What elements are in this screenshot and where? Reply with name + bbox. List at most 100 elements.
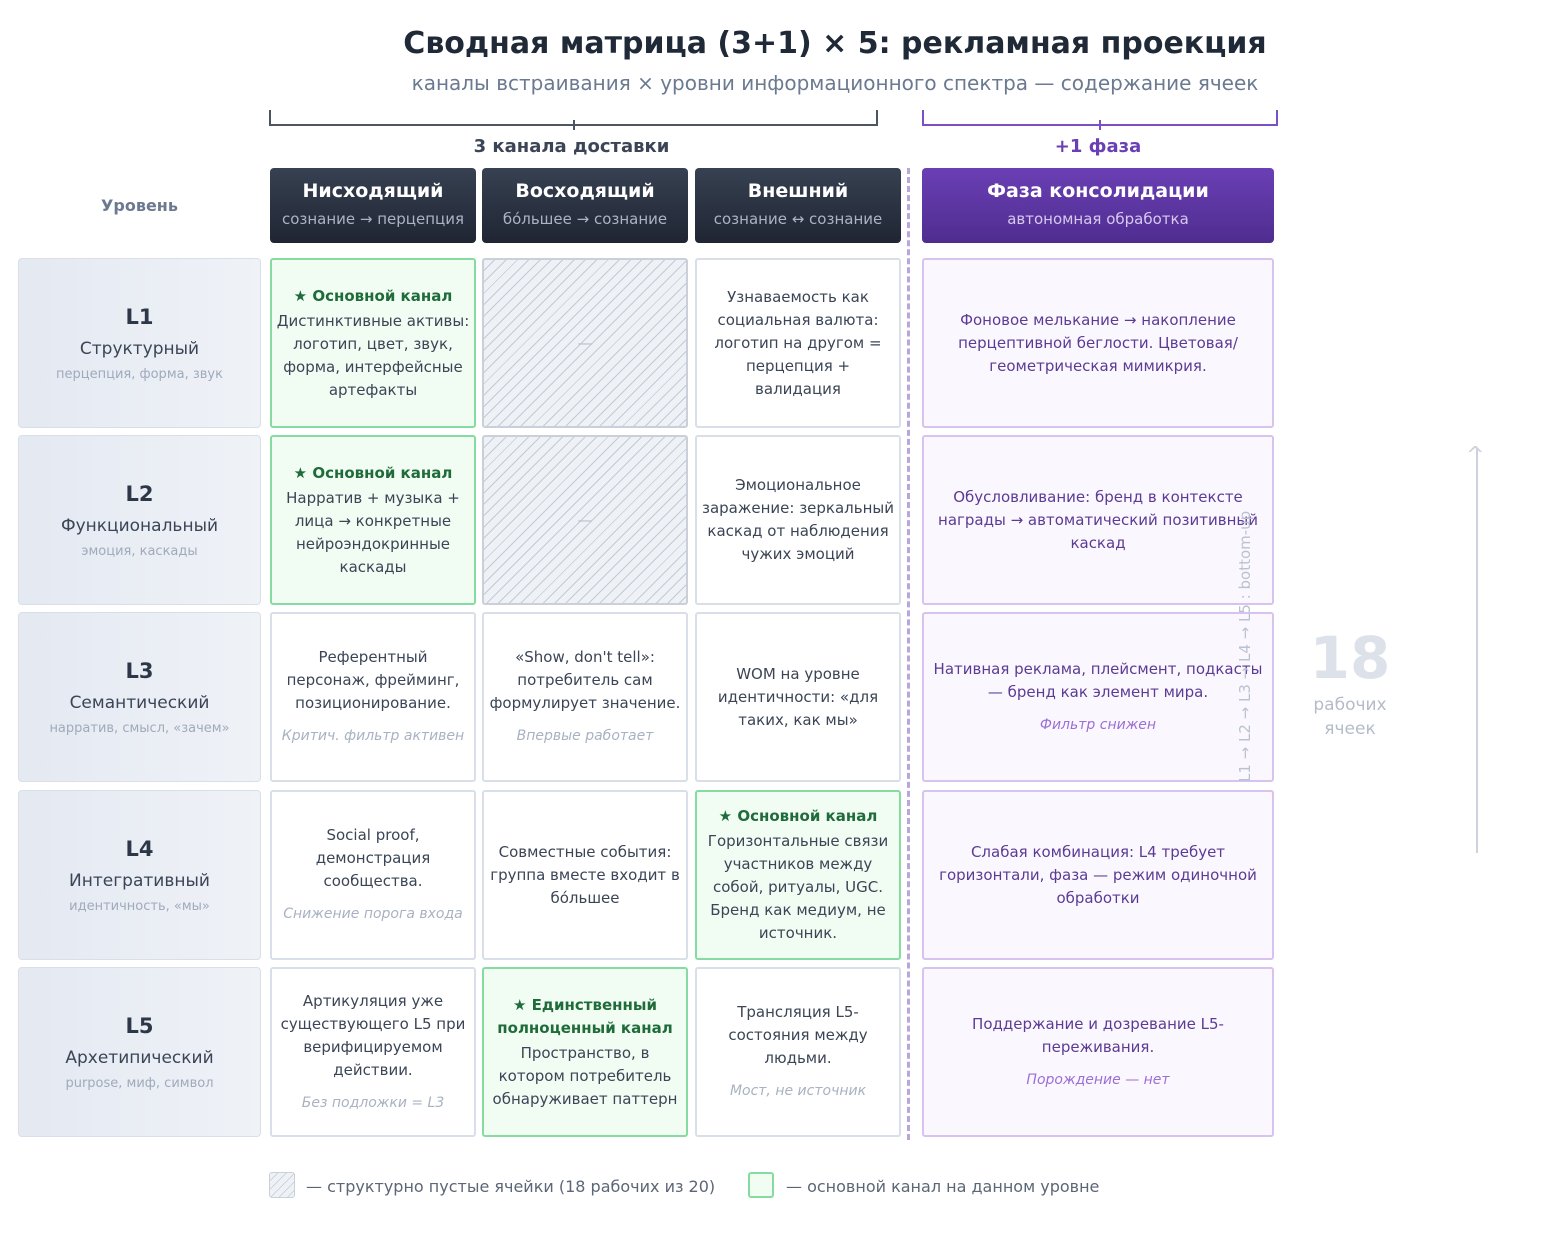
cell-note: Фильтр снижен (1039, 716, 1157, 733)
cell-text: Эмоциональное заражение: зеркальный каск… (701, 476, 895, 563)
level-description: идентичность, «мы» (69, 898, 210, 914)
legend-main-swatch (748, 1172, 774, 1198)
cell-text: Горизонтальные связи участников между со… (707, 832, 889, 942)
level-name: Архетипический (65, 1047, 214, 1068)
matrix-cell-l1-col3: Узнаваемость как социальная валюта: лого… (695, 258, 901, 428)
cell-text: Обусловливание: бренд в контексте наград… (938, 487, 1258, 552)
column-header-external: Внешний сознание ↔ сознание (695, 168, 901, 243)
level-name: Структурный (79, 338, 200, 359)
direction-label: L1 → L2 → L3 → L4 → L5 : bottom-up (1236, 510, 1254, 782)
delivery-bracket (269, 110, 878, 130)
page-title: Сводная матрица (3+1) × 5: рекламная про… (403, 26, 1267, 61)
matrix-cell-l5-col1: Артикуляция уже существующего L5 при вер… (270, 967, 476, 1137)
cell-text: Дистинктивные активы: логотип, цвет, зву… (276, 311, 470, 399)
level-column-header: Уровень (101, 196, 178, 215)
arrow-up-icon: ^ (1466, 443, 1485, 468)
cell-text: Пространство, в котором потребитель обна… (492, 1043, 678, 1108)
level-code: L1 (125, 304, 154, 329)
matrix-cell-l3-col4: Нативная реклама, плейсмент, подкасты — … (922, 612, 1274, 782)
level-name: Интегративный (69, 870, 210, 891)
matrix-cell-l4-col4: Слабая комбинация: L4 требует горизонтал… (922, 790, 1274, 960)
column-title: Нисходящий (302, 180, 444, 202)
level-description: перцепция, форма, звук (56, 366, 223, 382)
main-channel-badge: ★ Основной канал (293, 463, 453, 482)
matrix-cell-l5-col3: Трансляция L5-состояния между людьми. Мос… (695, 967, 901, 1137)
cell-note: Снижение порога входа (283, 906, 463, 922)
cell-text: — (577, 510, 593, 529)
work-count-value: 18 (1309, 624, 1391, 692)
bottom-up-arrow-line (1476, 448, 1478, 853)
level-code: L2 (125, 481, 154, 506)
column-title: Восходящий (515, 180, 655, 202)
delivery-group-label: 3 канала доставки (473, 136, 670, 157)
level-code: L3 (125, 658, 154, 683)
legend-empty-swatch (269, 1172, 295, 1198)
level-description: нарратив, смысл, «зачем» (49, 720, 230, 736)
level-code: L5 (125, 1013, 154, 1038)
main-channel-badge: ★ Основной канал (718, 807, 878, 825)
cell-note: Критич. фильтр активен (281, 728, 465, 744)
cell-text: Нарратив + музыка + лица → конкретные не… (286, 488, 460, 576)
level-description: эмоция, каскады (81, 543, 198, 559)
column-subtitle: бо́льшее → сознание (502, 210, 668, 228)
phase-bracket (922, 110, 1278, 130)
level-code: L4 (125, 836, 154, 861)
column-subtitle: сознание ↔ сознание (713, 210, 883, 228)
matrix-cell-l1-col4: Фоновое мелькание → накопление перцептив… (922, 258, 1274, 428)
phase-group-label: +1 фаза (1054, 136, 1142, 157)
matrix-cell-l3-col2: «Show, don't tell»: потребитель сам форм… (482, 612, 688, 782)
cell-text: «Show, don't tell»: потребитель сам форм… (489, 648, 681, 712)
cell-text: WOM на уровне идентичности: «для таких, … (717, 664, 879, 729)
cell-text: Артикуляция уже существующего L5 при вер… (280, 991, 466, 1079)
phase-divider (907, 168, 910, 1140)
cell-text: — (577, 333, 593, 352)
main-channel-badge: ★ Единственный полноценный канал (497, 995, 673, 1037)
matrix-cell-l1-col2: — (482, 258, 688, 428)
cell-note: Без подложки = L3 (301, 1094, 445, 1111)
column-subtitle: сознание → перцепция (281, 210, 465, 228)
level-name: Семантический (69, 692, 210, 713)
matrix-cell-l4-col1: Social proof, демонстрация сообщества. Сн… (270, 790, 476, 960)
matrix-cell-l2-col3: Эмоциональное заражение: зеркальный каск… (695, 435, 901, 605)
cell-text: Нативная реклама, плейсмент, подкасты — … (933, 659, 1263, 701)
matrix-cell-l2-col4: Обусловливание: бренд в контексте наград… (922, 435, 1274, 605)
matrix-cell-l3-col3: WOM на уровне идентичности: «для таких, … (695, 612, 901, 782)
cell-text: Референтный персонаж, фрейминг, позицион… (286, 648, 460, 712)
cell-text: Совместные события: группа вместе входит… (490, 842, 680, 907)
cell-note: Впервые работает (516, 728, 654, 744)
column-title: Внешний (747, 180, 849, 202)
page-subtitle: каналы встраивания × уровни информационн… (411, 71, 1259, 95)
column-header-consolidation: Фаза консолидации автономная обработка (922, 168, 1274, 243)
matrix-cell-l5-col4: Поддержание и дозревание L5-переживания.… (922, 967, 1274, 1137)
cell-text: Фоновое мелькание → накопление перцептив… (958, 310, 1238, 375)
column-header-ascending: Восходящий бо́льшее → сознание (482, 168, 688, 243)
cell-note: Мост, не источник (729, 1083, 867, 1099)
cell-text: Узнаваемость как социальная валюта: лого… (714, 287, 882, 398)
column-title: Фаза консолидации (987, 180, 1209, 202)
matrix-cell-l3-col1: Референтный персонаж, фрейминг, позицион… (270, 612, 476, 782)
matrix-cell-l4-col2: Совместные события: группа вместе входит… (482, 790, 688, 960)
column-subtitle: автономная обработка (1007, 210, 1189, 228)
matrix-cell-l2-col2: — (482, 435, 688, 605)
main-channel-badge: ★ Основной канал (293, 286, 453, 305)
column-header-descending: Нисходящий сознание → перцепция (270, 168, 476, 243)
legend-empty-text: — структурно пустые ячейки (18 рабочих и… (306, 1177, 716, 1196)
cell-text: Слабая комбинация: L4 требует горизонтал… (939, 842, 1257, 907)
level-description: purpose, миф, символ (65, 1075, 214, 1091)
legend-main-text: — основной канал на данном уровне (786, 1177, 1100, 1196)
cell-text: Поддержание и дозревание L5-переживания. (972, 1014, 1224, 1056)
cell-note: Порождение — нет (1026, 1071, 1170, 1088)
cell-text: Трансляция L5-состояния между людьми. (728, 1003, 868, 1067)
work-count-label: рабочих ячеек (1313, 695, 1387, 739)
level-name: Функциональный (60, 515, 219, 536)
cell-text: Social proof, демонстрация сообщества. (315, 826, 431, 890)
